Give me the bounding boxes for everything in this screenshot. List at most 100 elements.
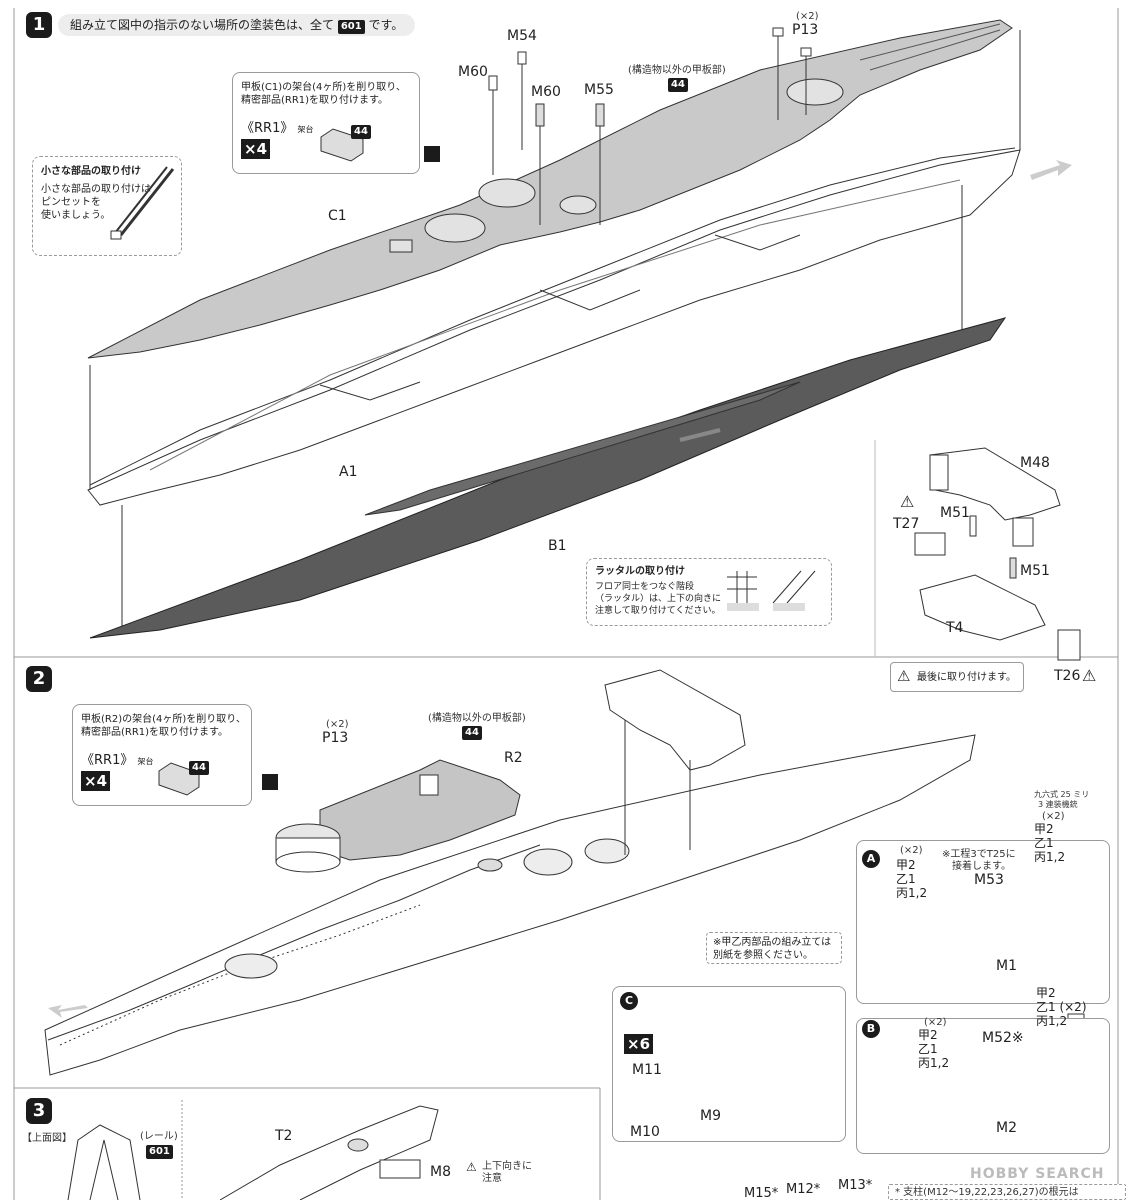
label-m2: M2 [996,1120,1017,1136]
deck-area-label-2: (構造物以外の甲板部) [428,713,526,724]
sub-assembly-a-box [856,840,1110,1004]
watermark: HOBBY SEARCH [970,1166,1105,1182]
step-1-header-suffix: です。 [368,18,404,32]
label-p13-qty: (×2) [796,11,819,22]
ladder-line-2: （ラッタル）は、上下の向きに [595,594,722,604]
sub-a-right-qty: (×2) [1042,811,1065,822]
label-m15: M15* [744,1186,779,1201]
ladder-line-1: フロア同士をつなぐ階段 [595,582,695,592]
step-1-header-text: 組み立て図中の指示のない場所の塗装色は、全て [70,18,335,32]
attach-last-warning-box: ⚠ 最後に取り付けます。 [890,662,1024,692]
label-t26: T26 [1054,668,1081,684]
warning-icon-m8: ⚠ [466,1160,477,1174]
label-p13: P13 [792,22,819,38]
top-view-label: 【上面図】 [22,1133,72,1144]
deck-c1-shape [87,19,1013,359]
sub-b-right-kou: 甲2 [1036,986,1056,1000]
sub-a-left-hei: 丙1,2 [896,886,928,900]
rr1-part-label-2: 《RR1》 架台 [81,753,154,768]
times-4-badge-2: ×4 [81,771,111,791]
sub-b-left-otsu: 乙1 [918,1042,938,1056]
sub-b-left-qty: (×2) [924,1017,947,1028]
rr1-part-label: 《RR1》 架台 [241,121,314,136]
cut-tool-icon [424,146,440,162]
ladder-tip-box: ラッタルの取り付け フロア同士をつなぐ階段 （ラッタル）は、上下の向きに 注意し… [586,558,832,626]
label-m53: M53 [974,872,1004,888]
label-t27: T27 [893,516,920,532]
attach-last-text: 最後に取り付けます。 [917,672,1016,683]
label-m52: M52※ [982,1030,1024,1046]
label-m55: M55 [584,82,614,98]
sub-b-left-hei: 丙1,2 [918,1056,950,1070]
warning-icon: ⚠ [897,667,911,685]
parts-assembly-note: ※甲乙丙部品の組み立ては 別紙を参照ください。 [706,932,842,964]
small-parts-line-1: 小さな部品の取り付けは [41,184,151,195]
sub-a-left-kou: 甲2 [896,858,916,872]
parts-note-line-1: ※甲乙丙部品の組み立ては [713,937,832,948]
sub-a-right-hei: 丙1,2 [1034,850,1066,864]
step-1-header: 組み立て図中の指示のない場所の塗装色は、全て 601 です。 [58,14,416,36]
label-m1: M1 [996,958,1017,974]
label-m10: M10 [630,1124,660,1140]
label-m60-b: M60 [531,84,561,100]
small-parts-line-3: 使いましょう。 [41,210,111,221]
small-parts-line-2: ピンセットを [41,197,101,208]
deck-c1-text-2: 精密部品(RR1)を取り付けます。 [241,95,389,106]
paint-code-badge: 601 [337,20,365,34]
ladder-icon [727,570,816,611]
times-6-badge: ×6 [624,1034,654,1054]
sub-a-note-1: ※工程3でT25に [942,849,1016,860]
step-3-badge: 3 [26,1098,52,1124]
label-t2: T2 [275,1128,293,1144]
step-2-badge: 2 [26,666,52,692]
label-p13-2: P13 [322,730,349,746]
support-footnote-box: * 支柱(M12〜19,22,23,26,27)の根元は [888,1184,1126,1200]
label-m12: M12* [786,1182,821,1197]
deck-color-code: 44 [668,78,688,92]
sub-assembly-c-box [612,986,846,1142]
label-m11: M11 [632,1062,662,1078]
small-parts-title: 小さな部品の取り付け [41,166,141,177]
rr1-part-icon-2 [158,762,200,796]
deck-r2-text-1: 甲板(R2)の架台(4ヶ所)を削り取り、 [81,714,246,725]
deck-c1-instruction-box: 甲板(C1)の架台(4ヶ所)を削り取り、 精密部品(RR1)を取り付けます。 《… [232,72,420,174]
rail-label: (レール) [140,1131,178,1142]
parts-note-line-2: 別紙を参照ください。 [713,950,813,961]
ladder-line-3: 注意して取り付けてください。 [595,606,721,616]
orientation-note-2: 注意 [482,1173,502,1184]
deck-r2-instruction-box: 甲板(R2)の架台(4ヶ所)を削り取り、 精密部品(RR1)を取り付けます。 《… [72,704,252,806]
support-footnote: * 支柱(M12〜19,22,23,26,27)の根元は [895,1187,1079,1198]
rr1-color-code: 44 [351,125,371,139]
label-m54: M54 [507,28,537,44]
sub-a-badge: A [862,850,880,868]
rr1-part-icon [320,128,364,162]
tweezers-icon [110,166,175,240]
label-m13: M13* [838,1178,873,1193]
label-m60-a: M60 [458,64,488,80]
sub-a-right-kou: 甲2 [1034,822,1054,836]
sub-a-title-2: 3 連装機銃 [1038,800,1078,809]
label-m51-b: M51 [1020,563,1050,579]
warning-icon-t26: ⚠ [1082,666,1097,685]
deck-area-label: (構造物以外の甲板部) [628,65,726,76]
label-m9: M9 [700,1108,721,1124]
deck-c1-text-1: 甲板(C1)の架台(4ヶ所)を削り取り、 [241,82,406,93]
small-parts-tip-box: 小さな部品の取り付け 小さな部品の取り付けは ピンセットを 使いましょう。 [32,156,182,256]
sub-c-badge: C [620,992,638,1010]
label-c1: C1 [328,208,347,224]
label-m8: M8 [430,1164,451,1180]
cut-tool-icon-2 [262,774,278,790]
step-1-badge: 1 [26,12,52,38]
sub-b-left-kou: 甲2 [918,1028,938,1042]
hull-step2-shape [44,734,976,1076]
times-4-badge: ×4 [241,139,271,159]
sub-b-right-hei: 丙1,2 [1036,1014,1068,1028]
orientation-note-1: 上下向きに [482,1161,532,1172]
label-m48: M48 [1020,455,1050,471]
label-r2: R2 [504,750,523,766]
label-a1: A1 [339,464,358,480]
label-t4: T4 [946,620,964,636]
warning-icon-t27: ⚠ [900,492,915,511]
deck-color-code-2: 44 [462,726,482,740]
sub-a-right-otsu: 乙1 [1034,836,1054,850]
